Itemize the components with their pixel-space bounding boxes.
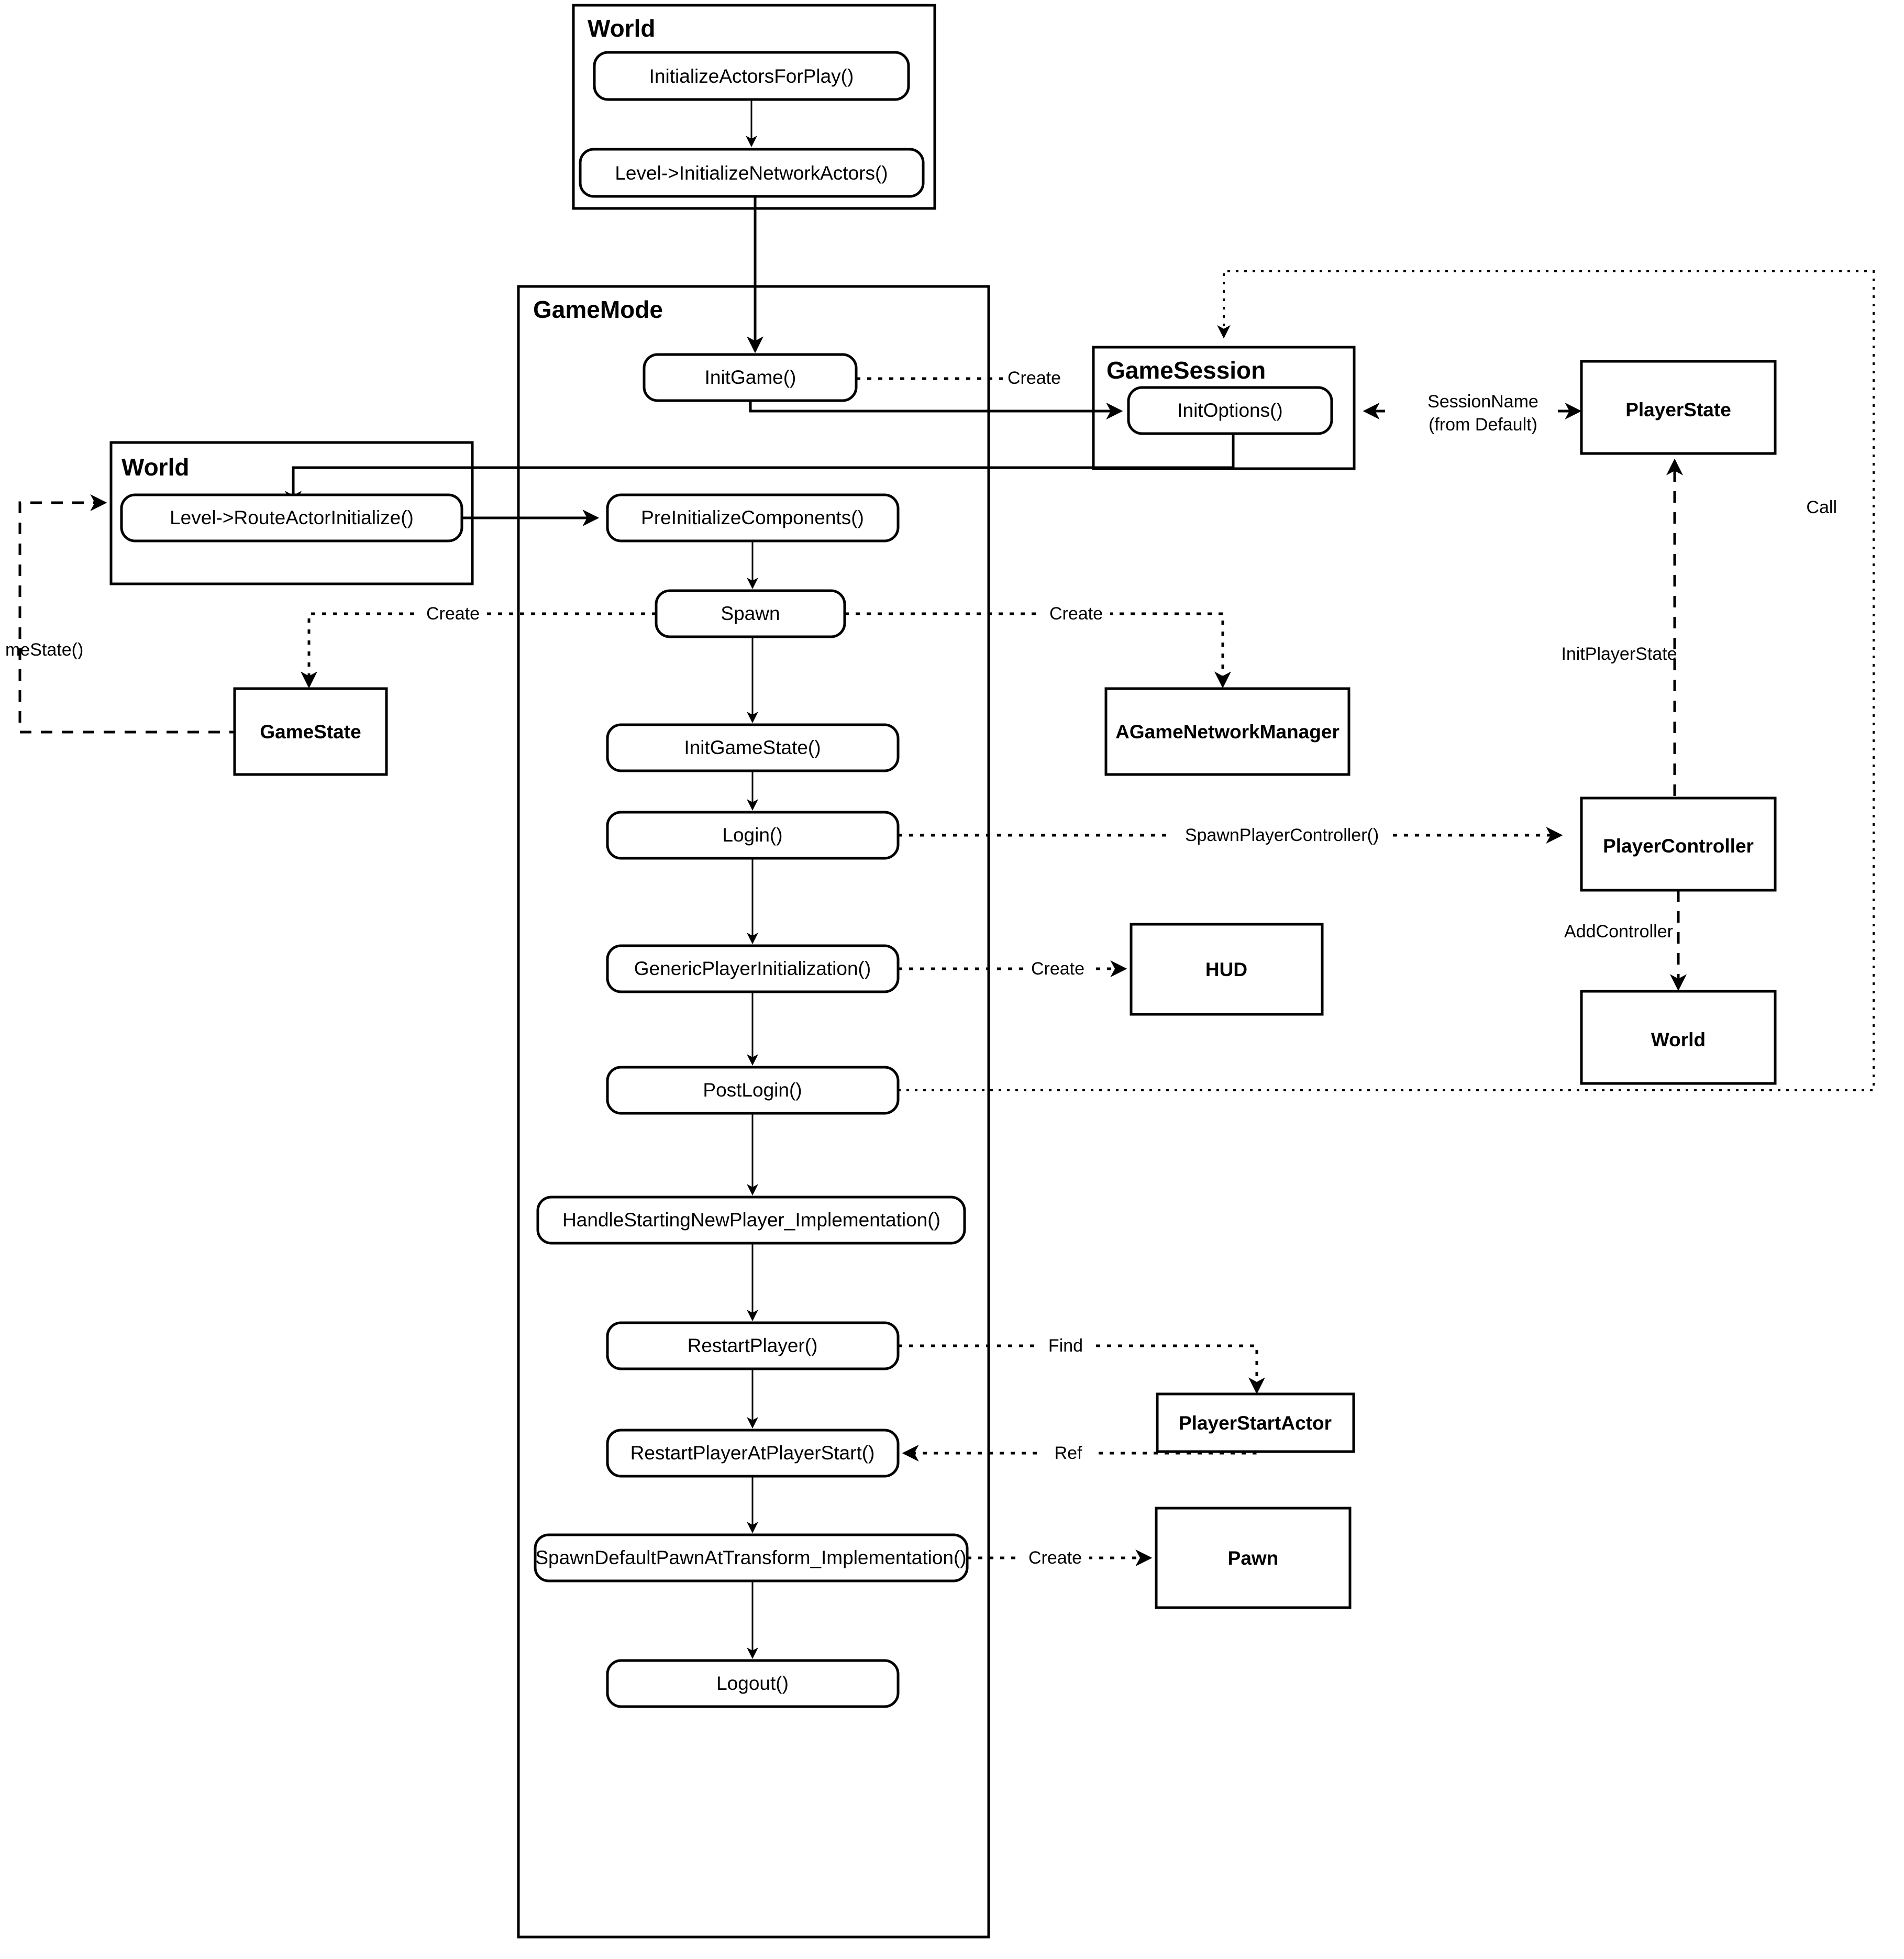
node-player-controller-label: PlayerController	[1603, 835, 1754, 857]
edge-label-create-hud: Create	[1031, 959, 1084, 979]
edge-label-create-gamestate: Create	[426, 604, 480, 624]
node-player-start-actor-label: PlayerStartActor	[1179, 1412, 1332, 1434]
container-world-left-label: World	[121, 453, 189, 481]
container-gamemode-label: GameMode	[533, 296, 663, 323]
node-logout[interactable]	[606, 1659, 900, 1708]
node-pawn[interactable]	[1155, 1507, 1352, 1609]
edge-initgame-to-initoptions	[749, 401, 1123, 420]
edge-label-me-state: meState()	[5, 640, 83, 660]
edge-label-create-network-manager: Create	[1049, 604, 1103, 624]
node-world-right[interactable]	[1580, 990, 1777, 1085]
node-logout-label: Logout()	[716, 1673, 789, 1694]
edge-label-bg-spawn-player-controller	[1172, 823, 1392, 847]
edge-label-create-pawn: Create	[1028, 1548, 1082, 1568]
container-gamemode	[517, 285, 990, 1939]
edge-initoptions-to-routeactorinitialize	[284, 434, 1235, 508]
container-gamesession-label: GameSession	[1106, 357, 1266, 384]
node-spawn-label: Spawn	[721, 603, 780, 624]
edge-label-call: Call	[1806, 497, 1837, 517]
node-agame-network-manager-label: AGameNetworkManager	[1115, 721, 1340, 743]
node-init-options-label: InitOptions()	[1177, 400, 1283, 421]
edge-label-session-name-line1: SessionName	[1427, 392, 1538, 412]
edge-label-bg-create-network-manager	[1042, 602, 1110, 625]
edge-label-bg-create-gamestate	[419, 602, 487, 625]
edge-label-find-player-start: Find	[1048, 1336, 1083, 1356]
node-login-label: Login()	[722, 824, 782, 846]
container-world-left	[109, 441, 474, 585]
node-init-game-state-label: InitGameState()	[684, 737, 821, 758]
edge-label-bg-ref-player-start	[1039, 1442, 1097, 1465]
node-restart-player-label: RestartPlayer()	[688, 1335, 818, 1356]
edge-label-init-player-state: InitPlayerState	[1561, 644, 1677, 664]
node-level-initialize-network-actors[interactable]	[579, 148, 925, 198]
node-player-state-label: PlayerState	[1625, 399, 1731, 420]
edge-postlogin-call-gamesession	[898, 270, 1875, 1091]
node-hud[interactable]	[1130, 923, 1324, 1016]
node-game-state[interactable]	[233, 687, 388, 776]
node-post-login-label: PostLogin()	[703, 1079, 802, 1101]
edge-label-session-name-line2: (from Default)	[1429, 415, 1537, 435]
edge-spawn-create-network-manager	[845, 612, 1232, 689]
node-player-controller[interactable]	[1580, 796, 1777, 892]
node-restart-player-at-player-start-label: RestartPlayerAtPlayerStart()	[630, 1442, 875, 1464]
edge-label-bg-create-hud	[1024, 957, 1092, 980]
edge-label-bg-create-gamesession	[1003, 367, 1066, 390]
node-pre-initialize-components-label: PreInitializeComponents()	[641, 507, 864, 528]
edge-playerstart-ref-restartatplayerstart	[902, 1444, 1257, 1462]
node-generic-player-initialization-label: GenericPlayerInitialization()	[634, 958, 871, 979]
node-level-initialize-network-actors-label: Level->InitializeNetworkActors()	[615, 162, 888, 184]
node-spawn-default-pawn-label: SpawnDefaultPawnAtTransform_Implementati…	[535, 1547, 966, 1568]
edge-label-bg-create-pawn	[1021, 1546, 1089, 1569]
edge-label-add-controller: AddController	[1564, 922, 1673, 942]
node-handle-starting-new-player[interactable]	[536, 1196, 966, 1245]
edge-label-ref-player-start: Ref	[1055, 1443, 1082, 1463]
node-level-route-actor-initialize-label: Level->RouteActorInitialize()	[170, 507, 414, 528]
node-handle-starting-new-player-label: HandleStartingNewPlayer_Implementation()	[562, 1209, 940, 1231]
node-game-state-label: GameState	[260, 721, 361, 743]
node-player-state[interactable]	[1580, 360, 1777, 455]
node-pawn-label: Pawn	[1228, 1547, 1279, 1569]
node-init-game-label: InitGame()	[705, 367, 796, 388]
node-agame-network-manager[interactable]	[1104, 687, 1350, 776]
node-init-options[interactable]	[1127, 386, 1333, 435]
edge-label-bg-session-name	[1367, 389, 1597, 446]
edge-label-spawn-player-controller: SpawnPlayerController()	[1185, 825, 1379, 845]
edge-label-bg-find-player-start	[1037, 1334, 1094, 1357]
edge-mestate-to-world-left	[18, 494, 388, 734]
edge-label-create-gamesession: Create	[1008, 368, 1061, 388]
node-initialize-actors-for-play-label: InitializeActorsForPlay()	[649, 65, 854, 87]
node-hud-label: HUD	[1205, 959, 1247, 980]
node-world-right-label: World	[1651, 1029, 1706, 1050]
container-world-top-label: World	[588, 15, 655, 42]
